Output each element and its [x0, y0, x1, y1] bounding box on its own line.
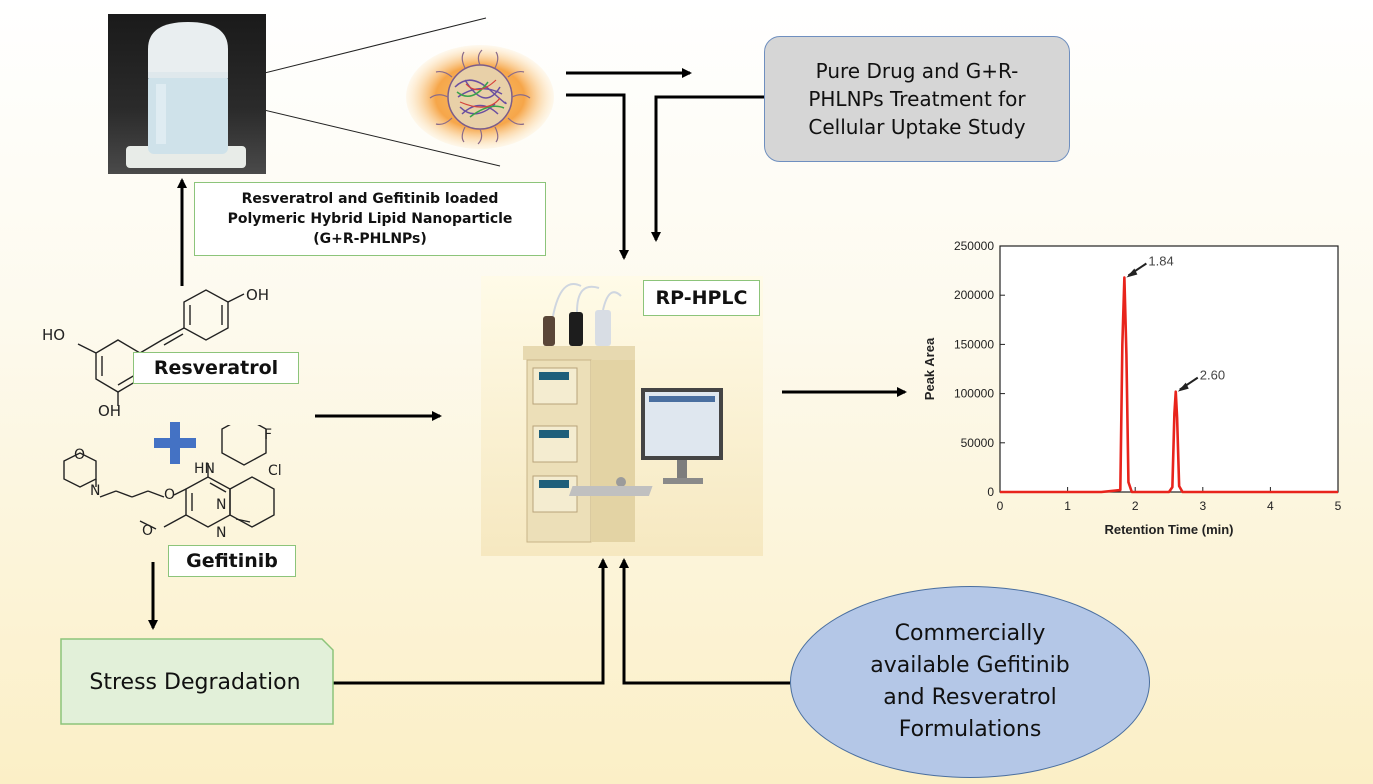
hn-group: HN — [194, 461, 215, 477]
y-tick-label-4: 200000 — [954, 288, 994, 302]
resveratrol-label-box: Resveratrol — [133, 352, 299, 384]
nanoparticle-label-box: Resveratrol and Gefitinib loaded Polymer… — [194, 182, 546, 256]
commercial-formulations-label: Commercially available Gefitinib and Res… — [870, 621, 1070, 742]
plot-frame — [999, 245, 1339, 493]
gefitinib-label-box: Gefitinib — [168, 545, 296, 577]
nanoparticle-illustration — [406, 45, 554, 149]
arrow-stress-to-hplc — [333, 558, 608, 685]
annotation-label-0: 1.84 — [1148, 253, 1173, 268]
y-tick-label-0: 0 — [987, 485, 994, 499]
x-axis-label: Retention Time (min) — [1104, 522, 1233, 537]
y-tick-label-1: 50000 — [961, 436, 995, 450]
ho-group-1: HO — [42, 326, 65, 344]
annotation-arrowhead-0 — [1126, 268, 1138, 278]
o-group-methoxy: O — [142, 523, 153, 539]
cellular-uptake-label: Pure Drug and G+R- PHLNPs Treatment for … — [808, 59, 1026, 139]
n-group-morpholine: N — [90, 483, 100, 499]
n-group-1: N — [216, 497, 226, 513]
cellular-uptake-box: Pure Drug and G+R- PHLNPs Treatment for … — [764, 36, 1070, 162]
vial-photo — [108, 14, 266, 174]
gefitinib-label: Gefitinib — [186, 550, 278, 572]
resveratrol-label: Resveratrol — [153, 357, 279, 379]
chromatogram-chart: 0 1 2 3 4 5 0 50000 100000 150000 200000 250000 1.84… — [922, 239, 1342, 537]
x-tick-label-5: 5 — [1335, 499, 1342, 513]
y-axis-label: Peak Area — [922, 337, 937, 400]
hplc-instrument-image — [481, 276, 763, 556]
oh-group-1: OH — [246, 286, 269, 304]
plus-icon — [154, 422, 196, 464]
o-group-morpholine: O — [74, 447, 85, 463]
y-tick-label-2: 100000 — [954, 387, 994, 401]
x-tick-label-0: 0 — [997, 499, 1004, 513]
annotation-arrowhead-1 — [1177, 382, 1189, 392]
x-tick-label-1: 1 — [1064, 499, 1071, 513]
x-tick-label-3: 3 — [1199, 499, 1206, 513]
nanoparticle-label: Resveratrol and Gefitinib loaded Polymer… — [227, 191, 513, 247]
rphplc-label: RP-HPLC — [655, 287, 748, 309]
rphplc-label-box: RP-HPLC — [643, 280, 760, 316]
arrow-cellular-to-hplc — [651, 95, 766, 242]
o-group-ether: O — [164, 487, 175, 503]
n-group-2: N — [216, 525, 226, 541]
annotation-label-1: 2.60 — [1200, 368, 1225, 383]
resveratrol-structure: HO OH OH — [42, 286, 269, 420]
gefitinib-structure: O N O O HN F Cl N N — [63, 425, 282, 541]
oh-group-2: OH — [98, 402, 121, 420]
x-tick-label-4: 4 — [1267, 499, 1274, 513]
y-tick-label-5: 250000 — [954, 239, 994, 253]
stress-degradation-box — [60, 638, 334, 725]
series-line — [1000, 276, 1338, 494]
cl-group: Cl — [268, 463, 282, 479]
y-tick-label-3: 150000 — [954, 337, 994, 351]
x-tick-label-2: 2 — [1132, 499, 1139, 513]
arrow-commercial-to-hplc — [619, 558, 790, 685]
commercial-formulations-ellipse: Commercially available Gefitinib and Res… — [790, 586, 1150, 778]
arrow-np-to-hplc — [566, 93, 629, 260]
f-group: F — [264, 427, 272, 443]
stress-degradation-label: Stress Degradation — [89, 670, 301, 695]
